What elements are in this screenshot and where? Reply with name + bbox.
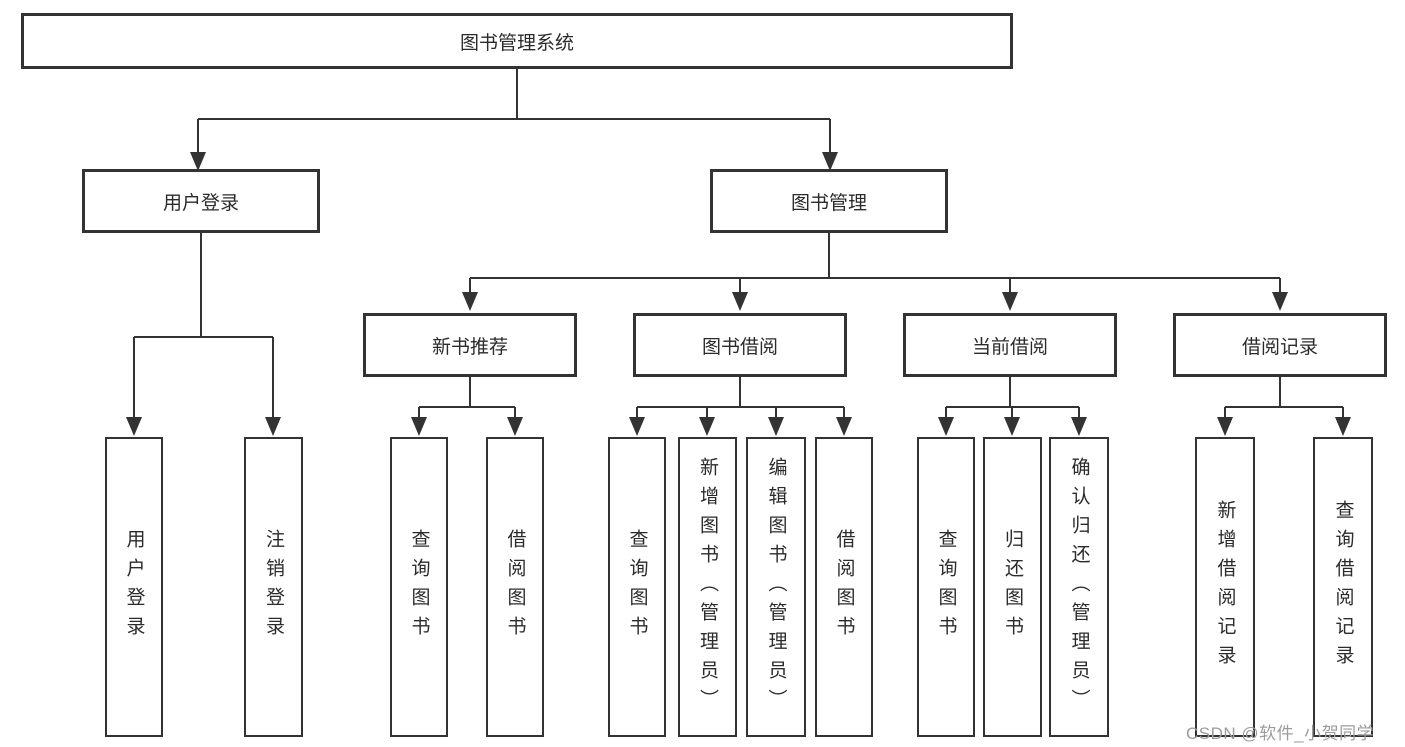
arrowhead [1217, 417, 1233, 436]
leaf-logout: 注销登录 [244, 437, 303, 737]
arrowhead [1272, 292, 1288, 311]
node-new-book-recommend: 新书推荐 [363, 313, 577, 377]
leaf-borrowing-query-book: 查询图书 [608, 437, 666, 737]
leaf-current-return-book: 归还图书 [983, 437, 1042, 737]
arrowhead [629, 417, 645, 436]
leaf-label: 新增借阅记录 [1214, 500, 1236, 674]
leaf-recommend-borrow-book: 借阅图书 [486, 437, 544, 737]
leaf-label: 查询图书 [935, 529, 957, 645]
arrowhead [411, 417, 427, 436]
leaf-label: 查询图书 [626, 529, 648, 645]
arrowhead [1335, 417, 1351, 436]
node-library-management-system: 图书管理系统 [21, 13, 1013, 69]
leaf-label: 注销登录 [263, 529, 284, 645]
arrowhead [822, 152, 838, 171]
node-label: 图书管理 [790, 192, 867, 214]
leaf-label: 查询图书 [408, 529, 430, 645]
arrowhead [462, 292, 478, 311]
leaf-label: 查询借阅记录 [1332, 500, 1354, 674]
leaf-label: 用户登录 [123, 529, 145, 645]
leaf-records-add-record: 新增借阅记录 [1195, 437, 1255, 737]
node-label: 当前借阅 [971, 336, 1048, 358]
leaf-label: 借阅图书 [833, 529, 855, 645]
leaf-borrowing-borrow-book: 借阅图书 [815, 437, 873, 737]
node-label: 图书管理系统 [459, 32, 574, 54]
arrowhead [126, 417, 142, 436]
leaf-label: 编辑图书（管理员） [765, 456, 787, 718]
node-book-borrowing: 图书借阅 [633, 313, 847, 377]
arrowhead [938, 417, 954, 436]
node-borrowing-records: 借阅记录 [1173, 313, 1387, 377]
leaf-label: 确认归还（管理员） [1068, 456, 1090, 718]
node-book-management: 图书管理 [710, 169, 948, 233]
arrowhead [768, 417, 784, 436]
arrowhead [507, 417, 523, 436]
leaf-current-confirm-return-admin: 确认归还（管理员） [1049, 437, 1109, 737]
leaf-label: 归还图书 [1002, 529, 1023, 645]
csdn-watermark: CSDN @软件_小贺同学 [1186, 724, 1375, 743]
node-current-borrowing: 当前借阅 [903, 313, 1117, 377]
arrowhead [732, 292, 748, 311]
node-label: 新书推荐 [431, 336, 508, 358]
arrowhead [1004, 417, 1020, 436]
arrowhead [699, 417, 715, 436]
leaf-borrowing-edit-book-admin: 编辑图书（管理员） [746, 437, 806, 737]
leaf-records-query-record: 查询借阅记录 [1313, 437, 1373, 737]
arrowhead [836, 417, 852, 436]
arrowhead [190, 152, 206, 171]
connector-paths [133, 69, 1344, 418]
leaf-label: 借阅图书 [504, 529, 526, 645]
leaf-label: 新增图书（管理员） [697, 456, 718, 718]
arrowhead [265, 417, 281, 436]
arrowhead [1002, 292, 1018, 311]
leaf-user-login: 用户登录 [105, 437, 163, 737]
leaf-recommend-query-book: 查询图书 [390, 437, 448, 737]
leaf-current-query-book: 查询图书 [917, 437, 975, 737]
arrowhead [1071, 417, 1087, 436]
node-label: 图书借阅 [701, 336, 778, 358]
node-label: 用户登录 [162, 192, 239, 214]
arrowheads [126, 152, 1351, 436]
leaf-borrowing-add-book-admin: 新增图书（管理员） [678, 437, 737, 737]
node-user-login: 用户登录 [82, 169, 320, 233]
node-label: 借阅记录 [1241, 336, 1318, 358]
